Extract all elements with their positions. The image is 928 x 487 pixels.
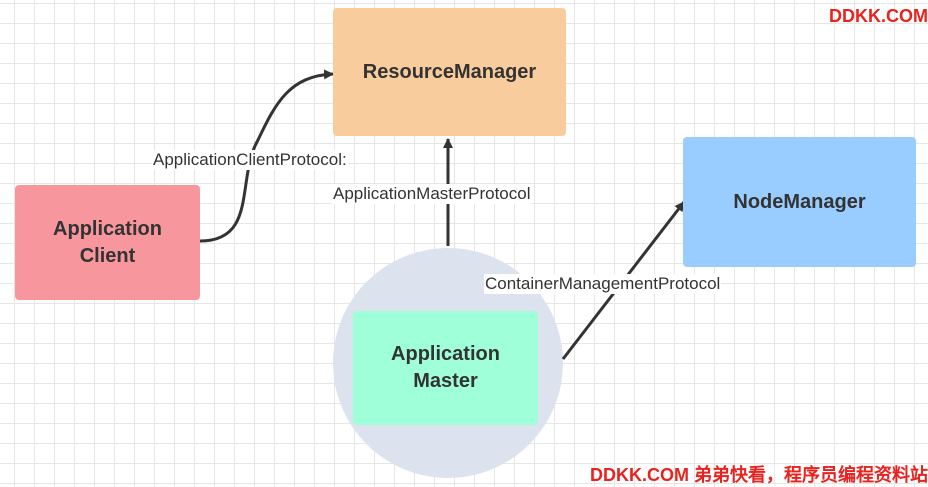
client-protocol-label: ApplicationClientProtocol: (152, 150, 348, 170)
application-master-node: Application Master (353, 311, 538, 425)
nodemanager-node: NodeManager (683, 137, 916, 267)
master-protocol-label: ApplicationMasterProtocol (332, 184, 532, 204)
watermark-bottom: DDKK.COM 弟弟快看，程序员编程资料站 (590, 465, 928, 485)
application-client-node: Application Client (15, 185, 200, 300)
resourcemanager-node: ResourceManager (333, 8, 566, 136)
container-management-protocol-label: ContainerManagementProtocol (484, 274, 722, 294)
watermark-top: DDKK.COM (829, 6, 928, 26)
edge-client-to-resourcemanager (199, 69, 334, 243)
